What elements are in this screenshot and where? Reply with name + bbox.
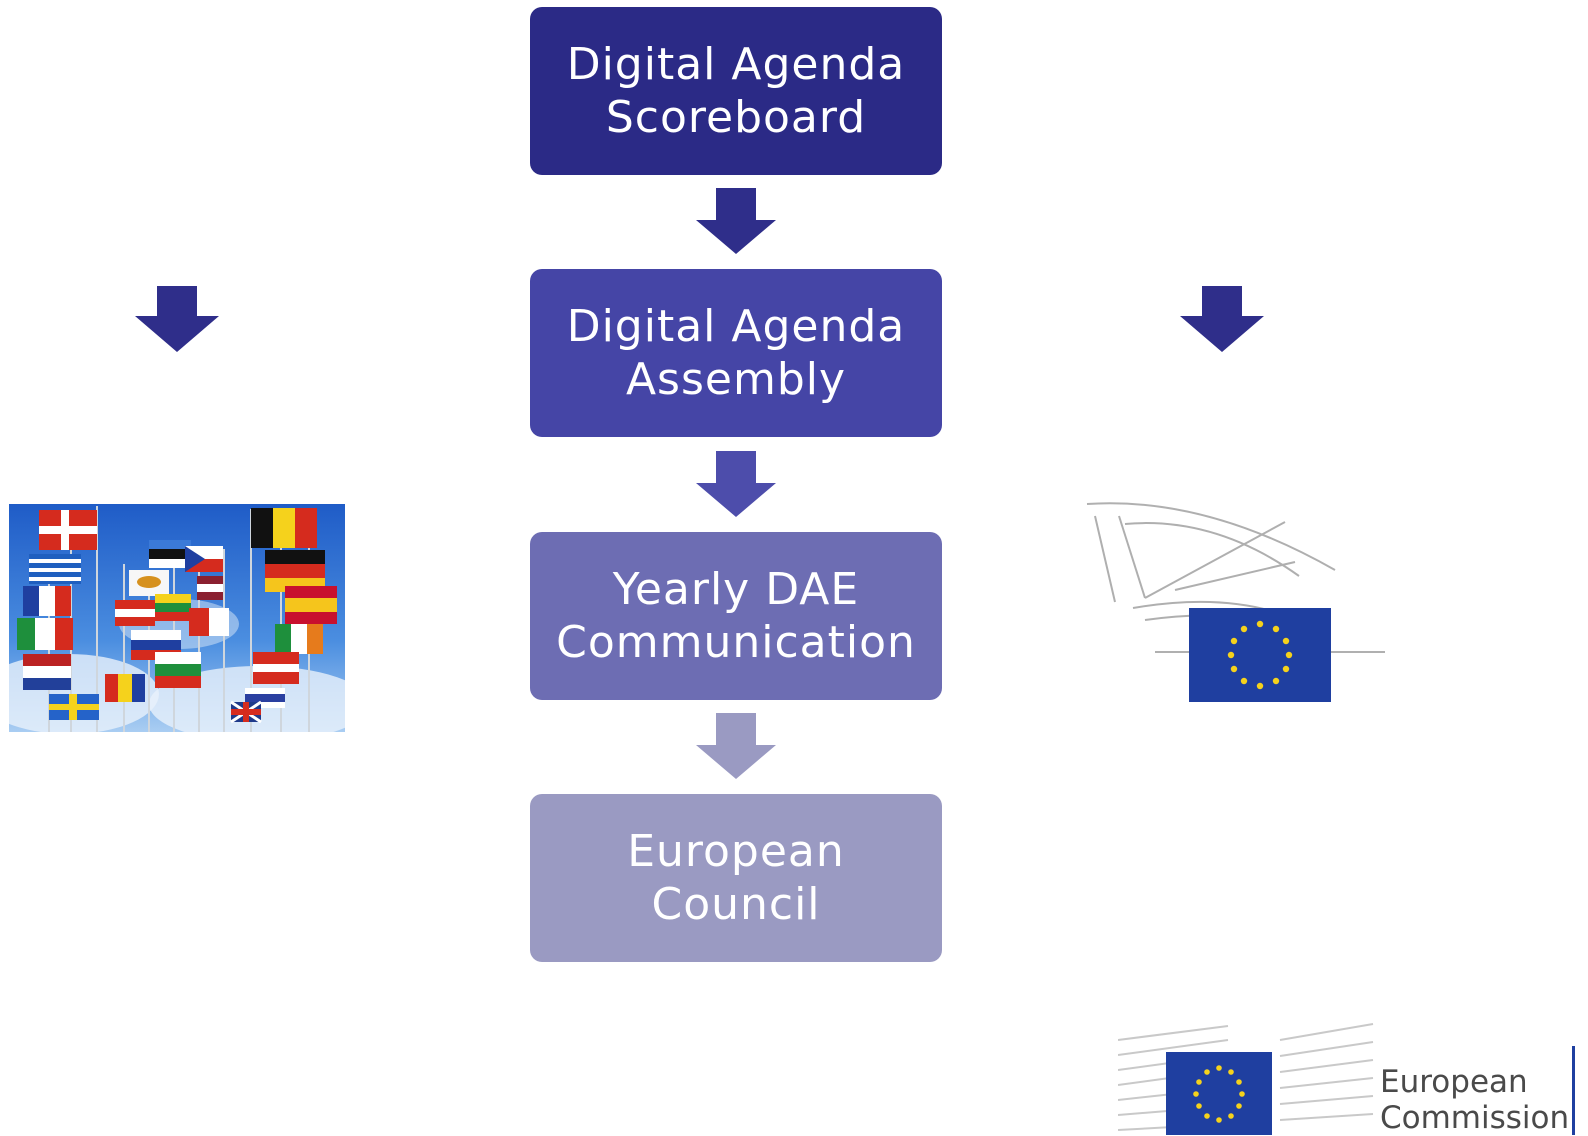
flow-box-assembly-line2: Assembly xyxy=(625,354,847,405)
down-arrow-icon xyxy=(135,286,219,352)
european-commission-logo-text: European Commission xyxy=(1380,1064,1569,1136)
flow-box-scoreboard: Digital Agenda Scoreboard xyxy=(530,7,942,175)
logo-line1: European xyxy=(1380,1064,1528,1100)
down-arrow-icon xyxy=(696,188,776,254)
european-commission-logo xyxy=(1118,1023,1374,1135)
flow-box-communication-line2: Communication xyxy=(556,617,916,668)
flow-box-scoreboard-line2: Scoreboard xyxy=(605,92,867,143)
flow-box-assembly-line1: Digital Agenda xyxy=(566,301,906,352)
logo-divider xyxy=(1572,1046,1575,1135)
down-arrow-icon xyxy=(696,451,776,517)
logo-line2: Commission xyxy=(1380,1100,1570,1136)
flow-box-council-line1: European xyxy=(627,826,845,877)
flow-box-communication: Yearly DAE Communication xyxy=(530,532,942,700)
flow-box-council: European Council xyxy=(530,794,942,962)
eu-flag-icon xyxy=(1227,620,1293,690)
down-arrow-icon xyxy=(696,713,776,779)
flow-box-council-line2: Council xyxy=(651,879,821,930)
eu-flags-photo xyxy=(9,504,345,732)
flow-box-assembly: Digital Agenda Assembly xyxy=(530,269,942,437)
flow-box-communication-line1: Yearly DAE xyxy=(612,564,860,615)
flow-box-scoreboard-line1: Digital Agenda xyxy=(566,39,906,90)
down-arrow-icon xyxy=(1180,286,1264,352)
european-parliament-logo xyxy=(1086,502,1385,702)
